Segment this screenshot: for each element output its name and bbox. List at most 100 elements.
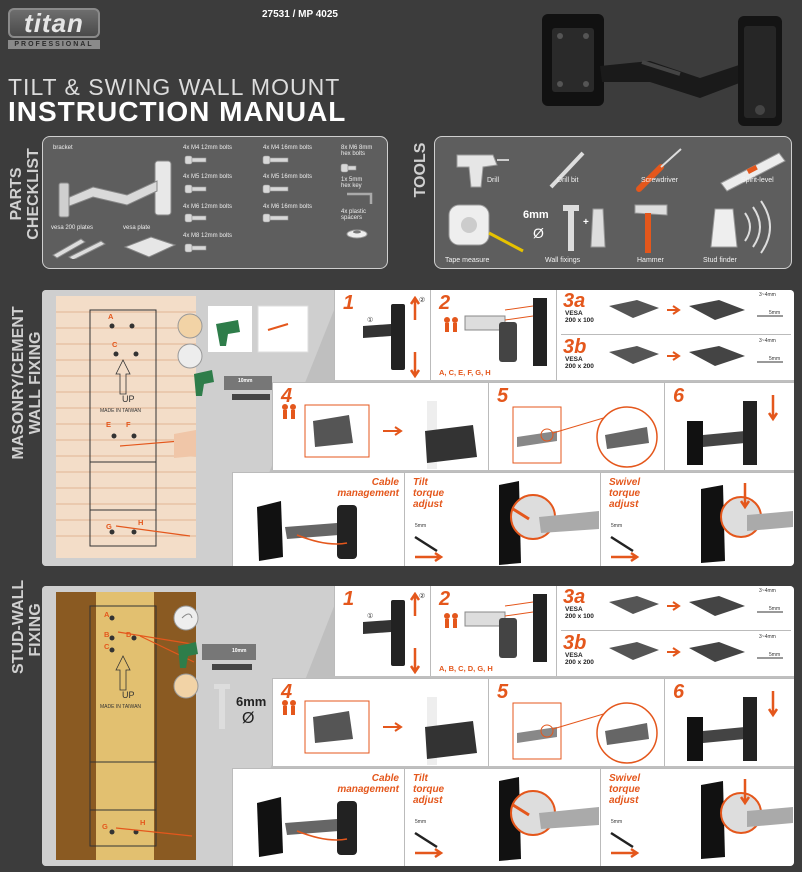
part-vesa200-label: vesa 200 plates: [51, 225, 94, 231]
cable-label-line1: Cable: [371, 477, 399, 488]
hammer-icon: [634, 204, 668, 253]
part-spacers-line1: 4x plastic: [341, 209, 367, 215]
stud-step-6-number: 6: [673, 681, 685, 703]
step-3b-number: 3b: [563, 336, 587, 358]
part-m6-16: 4x M6 16mm bolts: [263, 204, 313, 210]
masonry-step-6: 6: [664, 382, 794, 470]
tools-panel: Drill Drill bit Screwdriver Spirit-level…: [434, 136, 792, 269]
logo-subtitle: PROFESSIONAL: [8, 40, 100, 49]
part-hex-line2: hex key: [341, 183, 362, 189]
step-3b-vesa-size: 200 x 200: [565, 363, 594, 370]
swivel-label-line1: Swivel: [609, 477, 641, 488]
tool-wall-fixings-label: Wall fixings: [545, 257, 581, 264]
part-m4-12: 4x M4 12mm bolts: [183, 145, 233, 151]
step-3a-vesa-size: 200 x 100: [565, 317, 594, 324]
step-3b-bolt: 5mm: [769, 356, 781, 362]
part-m6-8-line1: 8x M6 8mm: [341, 145, 373, 151]
tilt-label-line3: adjust: [413, 499, 443, 510]
stud-tilt-adjust-image: [414, 777, 599, 861]
tool-tape-measure-label: Tape measure: [445, 257, 490, 264]
step-5-number: 5: [497, 385, 509, 407]
part-spacers-line2: spacers: [341, 215, 363, 221]
stud-step-5: 5: [488, 678, 664, 766]
swivel-label-line2: torque: [609, 488, 641, 499]
stud-template-made-text: MADE IN TAIWAN: [100, 704, 142, 710]
stud-step-3b-vesa-size: 200 x 200: [565, 659, 594, 666]
part-hex-key-label: 1x 5mm hex key: [341, 177, 362, 189]
stud-step-2-number: 2: [439, 588, 451, 610]
stud-step-3a-bolt: 5mm: [769, 606, 781, 612]
masonry-cable-management: Cable management: [232, 472, 404, 566]
model-number: 27531 / MP 4025: [262, 9, 338, 20]
step-3-images: [609, 300, 783, 366]
masonry-step-2: 2 A, C, E, F, G, H: [430, 290, 556, 380]
stud-step-3a-spacing: 3~4mm: [759, 588, 776, 594]
stud-swivel-label-line2: torque: [609, 784, 641, 795]
stud-tilt-hex-size: 5mm: [415, 819, 427, 825]
template-up-text: UP: [122, 394, 135, 404]
stud-hole-label-h: H: [140, 818, 146, 827]
parts-label-line2: CHECKLIST: [25, 148, 42, 240]
stud-step-4-image: [282, 697, 477, 765]
stud-step-4-number: 4: [281, 681, 293, 703]
step-3a-number: 3a: [563, 290, 586, 312]
tilt-adjust-image: [414, 481, 599, 565]
masonry-swivel-adjust: Swivel torque adjust 5mm: [600, 472, 794, 566]
plus-symbol: +: [583, 217, 589, 228]
step-4-image: [282, 401, 477, 469]
tilt-adjust-label: Tilt torque adjust: [413, 477, 444, 510]
masonry-hole-letters: A, C, E, F, G, H: [439, 368, 491, 377]
step-6-image: [687, 395, 779, 465]
logo-wordmark: titan: [8, 8, 100, 38]
tilt-label-line1: Tilt: [413, 477, 428, 488]
stud-drill-size: 10mm: [232, 648, 247, 654]
stud-step-1-image: [363, 592, 421, 674]
bolts-image: [184, 155, 373, 253]
spirit-level-icon: [720, 152, 786, 192]
stud-swivel-adjust: Swivel torque adjust 5mm: [600, 768, 794, 866]
step-3a-bolt: 5mm: [769, 310, 781, 316]
swivel-adjust-image: [610, 483, 793, 563]
step-1-callout-1: ①: [367, 317, 374, 324]
stud-step-1: 1 ① ②: [334, 586, 430, 676]
stud-step-5-number: 5: [497, 681, 509, 703]
stud-tilt-adjust: Tilt torque adjust 5mm: [404, 768, 600, 866]
stud-tilt-label-line1: Tilt: [413, 773, 428, 784]
tool-stud-finder-label: Stud finder: [703, 257, 737, 264]
masonry-step-5: 5: [488, 382, 664, 470]
part-m8-12: 4x M8 12mm bolts: [183, 233, 233, 239]
titan-logo: titan PROFESSIONAL: [8, 8, 100, 49]
step-1-image: [363, 296, 421, 378]
parts-checklist-panel: bracket vesa 200 plates vesa plate 4x M4…: [42, 136, 388, 269]
part-m6-8-line2: hex bolts: [341, 151, 366, 157]
step-3a-vesa: VESA 200 x 100: [565, 310, 594, 324]
parts-side-label: PARTS CHECKLIST: [8, 136, 42, 252]
stud-step-1-callout-2: ②: [419, 593, 426, 600]
stud-step-3b-spacing: 3~4mm: [759, 634, 776, 640]
stud-hole-letters: A, B, C, D, G, H: [439, 664, 493, 673]
stud-step-5-image: [512, 702, 658, 764]
part-m5-16: 4x M5 16mm bolts: [263, 174, 313, 180]
stud-tilt-label-line3: adjust: [413, 795, 443, 806]
stud-finder-icon: [710, 200, 771, 254]
stud-step-3-divider: [561, 630, 791, 631]
hole-label-h: H: [138, 518, 144, 527]
tools-side-label: TOOLS: [412, 142, 429, 198]
step-2-number: 2: [439, 292, 451, 314]
stud-cable-label-line1: Cable: [371, 773, 399, 784]
stud-template-up-text: UP: [122, 690, 135, 700]
stud-hole-label-a: A: [104, 610, 110, 619]
part-m6-8-label: 8x M6 8mm hex bolts: [341, 145, 372, 157]
part-spacers-label: 4x plastic spacers: [341, 209, 366, 221]
stud-cable-management: Cable management: [232, 768, 404, 866]
hole-label-f: F: [126, 420, 131, 429]
step-1-callout-2: ②: [419, 297, 426, 304]
drill-bit-icon: [549, 151, 585, 189]
tilt-label-line2: torque: [413, 488, 445, 499]
stud-swivel-adjust-label: Swivel torque adjust: [609, 773, 640, 806]
step-3-divider: [561, 334, 791, 335]
masonry-drill-illustrations: [177, 305, 309, 400]
step-1-number: 1: [343, 292, 355, 314]
stud-swivel-adjust-image: [610, 779, 793, 859]
step-4-number: 4: [281, 385, 293, 407]
